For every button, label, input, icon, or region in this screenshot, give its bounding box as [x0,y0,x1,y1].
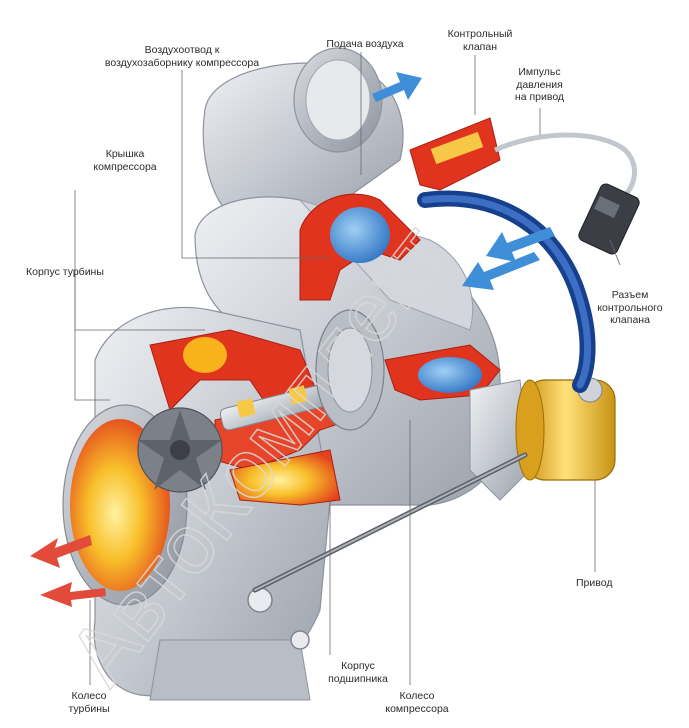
impulse-tube [493,132,637,197]
label-actuator: Привод [576,577,613,589]
label-turbine-wheel: Колесо турбины [68,690,110,715]
label-valve-connector: Разъем контрольного клапана [597,289,663,326]
turbine-wheel [137,407,223,493]
leader-lines [74,52,621,685]
compressor-wheel [315,309,385,431]
label-compressor-wheel: Колесо компрессора [385,690,449,715]
compressor-intake-pipe [202,47,404,216]
label-compressor-cover: Крышка компрессора [93,148,157,173]
actuator [469,377,616,501]
label-turbine-housing: Корпус турбины [26,266,104,278]
valve-connector [578,183,640,255]
cutaway-section [149,117,501,506]
label-control-valve: Контрольный клапан [447,28,513,53]
flow-arrows [30,72,555,607]
label-air-supply: Подача воздуха [326,38,404,50]
label-air-outlet: Воздухоотвод к воздухозаборнику компресс… [104,44,260,69]
label-pressure-impulse: Импульс давления на привод [514,66,565,103]
label-bearing-housing: Корпус подшипника [328,660,388,685]
